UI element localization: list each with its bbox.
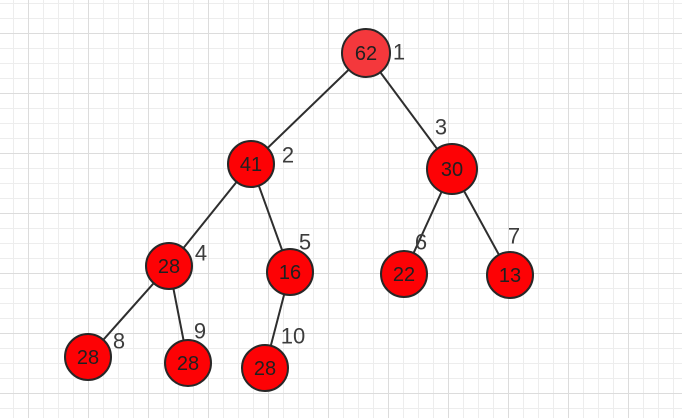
tree-node-7[interactable]: 13 7 <box>486 224 534 299</box>
node-circle-10[interactable] <box>241 344 289 392</box>
node-circle-2[interactable] <box>227 140 275 188</box>
node-circle-8[interactable] <box>64 333 112 381</box>
node-value-3: 30 <box>441 159 463 181</box>
order-label-10[interactable]: 10 <box>281 324 305 349</box>
node-value-2: 41 <box>240 154 262 176</box>
order-label-2[interactable]: 2 <box>282 143 294 168</box>
node-value-1: 62 <box>355 43 377 65</box>
node-circle-9[interactable] <box>164 339 212 387</box>
order-label-8[interactable]: 8 <box>113 329 125 354</box>
node-circle-6[interactable] <box>380 250 428 298</box>
node-circle-1[interactable] <box>341 28 391 78</box>
order-label-7[interactable]: 7 <box>508 224 520 249</box>
order-label-4[interactable]: 4 <box>195 241 207 266</box>
node-value-9: 28 <box>177 353 199 375</box>
order-label-9[interactable]: 9 <box>194 319 206 344</box>
tree-node-2[interactable]: 41 2 <box>227 140 294 188</box>
order-label-3[interactable]: 3 <box>435 115 447 140</box>
tree-node-1[interactable]: 62 1 <box>341 28 405 78</box>
node-circle-5[interactable] <box>266 248 314 296</box>
order-label-5[interactable]: 5 <box>299 230 311 255</box>
tree-edge-1-2[interactable] <box>250 52 367 165</box>
edges-layer <box>87 52 511 369</box>
order-label-6[interactable]: 6 <box>415 230 427 255</box>
node-value-4: 28 <box>158 256 180 278</box>
node-value-7: 13 <box>499 265 521 287</box>
tree-node-3[interactable]: 30 3 <box>426 115 478 195</box>
tree-node-5[interactable]: 165 <box>266 230 314 296</box>
tree-node-9[interactable]: 289 <box>164 319 212 387</box>
order-label-1[interactable]: 1 <box>393 40 405 65</box>
node-value-10: 28 <box>254 358 276 380</box>
node-circle-4[interactable] <box>145 242 193 290</box>
tree-node-4[interactable]: 28 4 <box>145 241 207 290</box>
tree-node-8[interactable]: 28 8 <box>64 329 125 381</box>
node-value-5: 16 <box>279 262 301 284</box>
node-value-8: 28 <box>77 347 99 369</box>
node-circle-3[interactable] <box>426 143 478 195</box>
tree-node-6[interactable]: 226 <box>380 230 428 298</box>
node-circle-7[interactable] <box>486 251 534 299</box>
node-value-6: 22 <box>393 264 415 286</box>
